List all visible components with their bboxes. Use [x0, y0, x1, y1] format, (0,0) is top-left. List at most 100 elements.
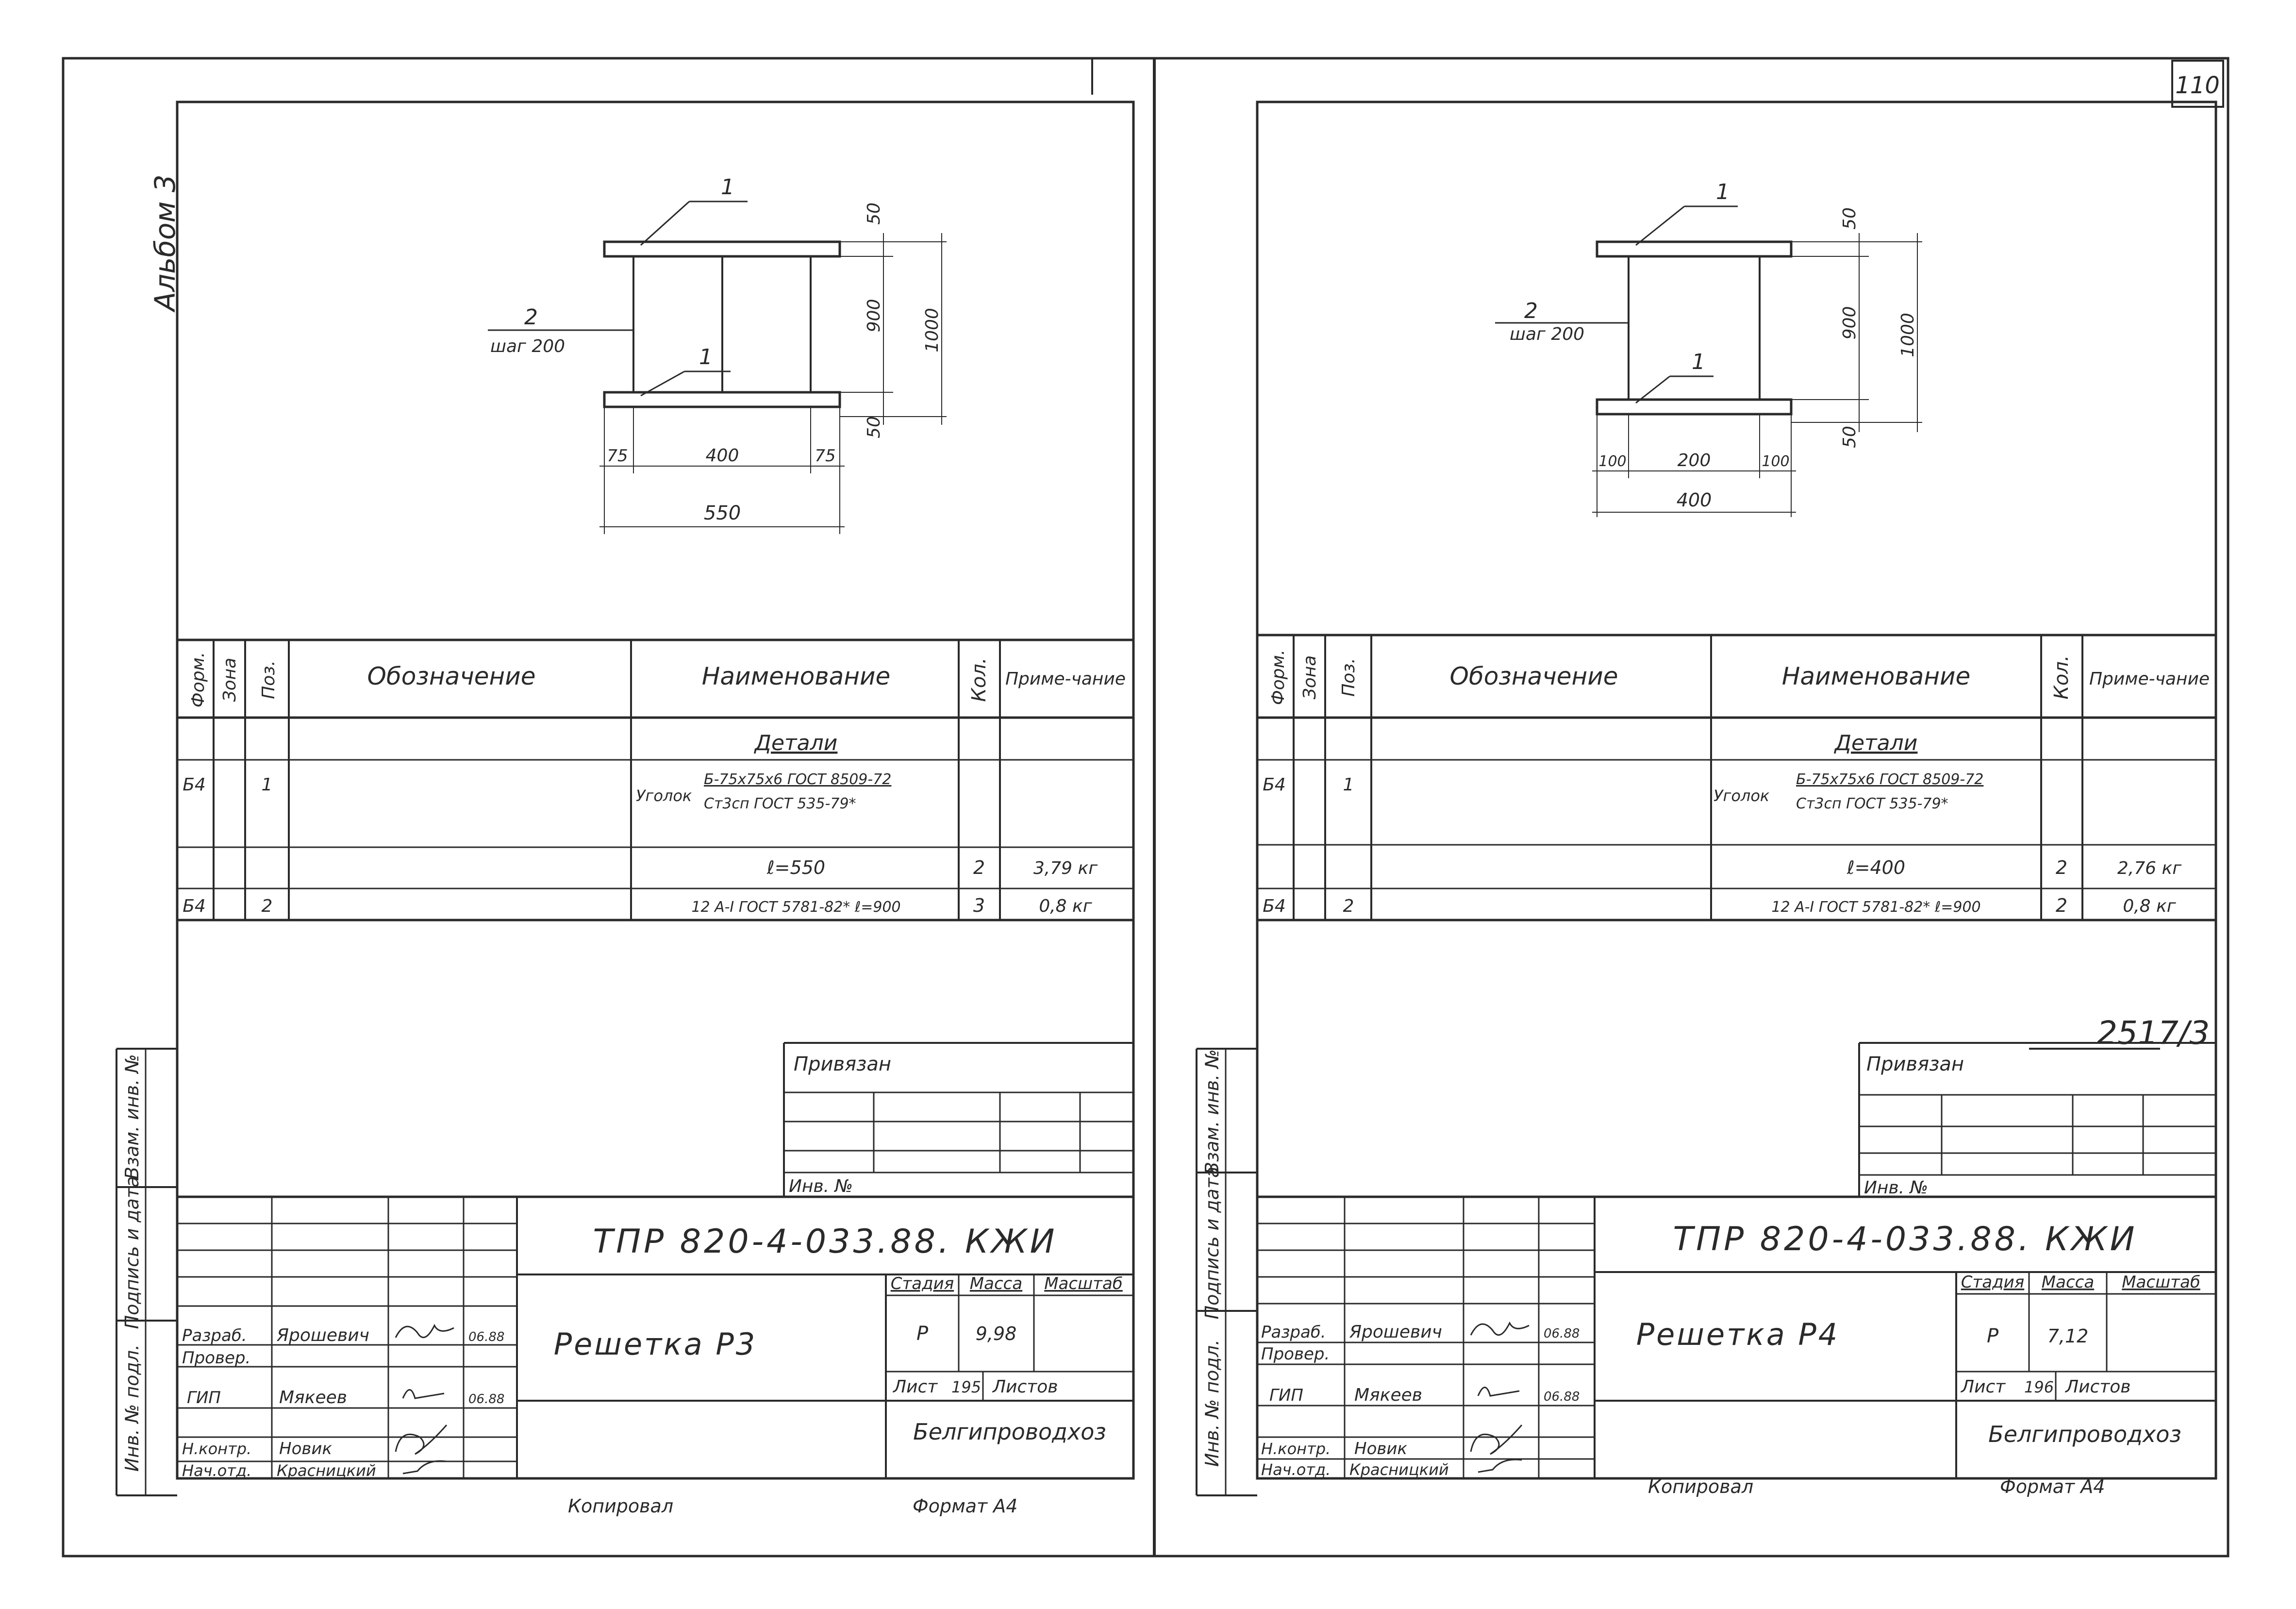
- signature-developed: [1470, 1321, 1530, 1336]
- leader-label-2: 2: [524, 305, 538, 330]
- outer-frame: [62, 57, 2229, 1558]
- stage-label: Стадия: [1961, 1273, 2024, 1292]
- hdr-designation: Обозначение: [1450, 662, 1618, 690]
- hdr-note: Приме-чание: [1005, 669, 1126, 689]
- signature-developed: [395, 1324, 454, 1339]
- side-label-sign-date: Подпись и дата: [1201, 1167, 1223, 1320]
- sheet-right: Взам. инв. № Подпись и дата Инв. № подл.…: [1196, 101, 2217, 1497]
- mass-value: 7,12: [2047, 1325, 2089, 1347]
- leader-1-bottom: [1635, 375, 1670, 404]
- side-label-sign-date: Подпись и дата: [121, 1176, 143, 1329]
- bind-label: Привязан: [1866, 1053, 1964, 1075]
- sheet-number: 195: [951, 1378, 981, 1396]
- date-gip: 06.88: [1544, 1390, 1580, 1404]
- leader-label-1-bottom: 1: [699, 345, 713, 369]
- person-gip: Мякеев: [279, 1388, 347, 1408]
- grid-drawing: 1 1 2 шаг 200 50 900 1000 50 100 200: [1495, 180, 1922, 517]
- dim-total: 400: [1677, 489, 1712, 511]
- sheets-label: Листов: [2064, 1377, 2130, 1397]
- row3-note: 0,8 кг: [2123, 896, 2176, 916]
- top-angle-bar: [1596, 240, 1793, 258]
- signature-gip: [1477, 1387, 1520, 1397]
- hdr-qty: Кол.: [2050, 655, 2073, 699]
- hdr-qty: Кол.: [968, 657, 990, 702]
- row1-format: Б4: [1263, 775, 1286, 795]
- stage-value: Р: [916, 1323, 929, 1345]
- hdr-format: Форм.: [1268, 650, 1288, 705]
- scale-label: Масштаб: [1044, 1274, 1123, 1293]
- page-number-box: [2171, 60, 2224, 108]
- row3-pos: 2: [1343, 896, 1354, 916]
- binding-note: 2517/3: [2097, 1014, 2210, 1052]
- date-developed: 06.88: [1544, 1326, 1580, 1341]
- rebar-step-label: шаг 200: [1510, 324, 1584, 344]
- stage-label: Стадия: [891, 1274, 954, 1293]
- hdr-designation: Обозначение: [367, 662, 536, 690]
- sheet-number: 196: [2024, 1378, 2054, 1396]
- role-gip: ГИП: [1269, 1386, 1303, 1405]
- row3-name: 12 А-I ГОСТ 5781-82* ℓ=900: [1771, 899, 1980, 916]
- format-label: Формат А4: [2000, 1476, 2105, 1497]
- leader-1-bottom: [640, 370, 685, 397]
- person-norm-control: Новик: [1354, 1439, 1408, 1458]
- row2-qty: 2: [2056, 857, 2067, 878]
- leader-1-top: [640, 201, 690, 246]
- dim-900: 900: [864, 299, 884, 333]
- row3-format: Б4: [183, 896, 206, 916]
- section-title: Детали: [754, 731, 838, 755]
- row1-name-a: Уголок: [1714, 787, 1770, 805]
- binding-block: Привязан Инв. №: [1858, 1042, 2216, 1198]
- inv-no-label: Инв. №: [789, 1176, 853, 1196]
- signature-norm-control: [395, 1425, 448, 1455]
- dim-50-top: 50: [1840, 207, 1860, 230]
- sheet-left: Взам. инв. № Подпись и дата Инв. № подл.…: [116, 101, 1135, 1517]
- person-developed: Ярошевич: [1349, 1322, 1442, 1342]
- binding-block: Привязан Инв. №: [783, 1042, 1133, 1197]
- format-label: Формат А4: [913, 1495, 1017, 1517]
- role-checked: Провер.: [1261, 1344, 1330, 1364]
- role-dept-head: Нач.отд.: [1261, 1460, 1331, 1479]
- inv-no-label: Инв. №: [1864, 1178, 1928, 1198]
- bind-label: Привязан: [794, 1053, 891, 1075]
- copied-label: Копировал: [568, 1495, 673, 1517]
- section-title: Детали: [1834, 731, 1918, 755]
- dim-900: 900: [1840, 306, 1860, 340]
- side-label-inv-replace: Взам. инв. №: [1201, 1049, 1223, 1174]
- person-dept-head: Красницкий: [277, 1461, 376, 1480]
- hdr-name: Наименование: [1782, 662, 1971, 690]
- leader-label-1-top: 1: [721, 175, 734, 200]
- dim-mid: 200: [1678, 451, 1711, 470]
- row1-name-b: Б-75х75х6 ГОСТ 8509-72: [1796, 771, 1983, 788]
- row1-name-c: Ст3сп ГОСТ 535-79*: [704, 795, 856, 812]
- row3-name: 12 А-I ГОСТ 5781-82* ℓ=900: [691, 899, 900, 916]
- mass-label: Масса: [2042, 1273, 2094, 1292]
- role-dept-head: Нач.отд.: [182, 1461, 251, 1480]
- leader-label-1-top: 1: [1716, 180, 1730, 204]
- date-developed: 06.88: [468, 1330, 504, 1344]
- role-norm-control: Н.контр.: [182, 1440, 251, 1458]
- grid-drawing: 1 1 2 шаг 200 50 900 1000 50 75: [488, 175, 947, 534]
- scale-label: Масштаб: [2122, 1273, 2200, 1292]
- role-developed: Разраб.: [1261, 1323, 1326, 1342]
- signature-dept-head: [402, 1460, 447, 1475]
- side-label-inv-replace: Взам. инв. №: [121, 1054, 143, 1179]
- row3-qty: 2: [2056, 895, 2067, 916]
- date-gip: 06.88: [468, 1392, 504, 1407]
- dim-50-top: 50: [864, 202, 884, 225]
- sheet-label: Лист: [1960, 1377, 2006, 1397]
- title-block: Разраб. Провер. ГИП Н.контр. Нач.отд. Яр…: [177, 1195, 1133, 1480]
- signature-gip: [402, 1389, 445, 1399]
- hdr-zone: Зона: [220, 658, 240, 702]
- sheet-frame: [176, 101, 1135, 1480]
- dim-1000: 1000: [922, 308, 942, 352]
- rebar-step-label: шаг 200: [490, 336, 565, 356]
- signature-norm-control: [1470, 1425, 1523, 1455]
- copied-label: Копировал: [1648, 1476, 1753, 1497]
- row1-name-a: Уголок: [636, 787, 692, 805]
- hdr-note: Приме-чание: [2089, 669, 2210, 689]
- role-developed: Разраб.: [182, 1326, 247, 1345]
- person-dept-head: Красницкий: [1349, 1460, 1449, 1479]
- person-developed: Ярошевич: [276, 1325, 369, 1345]
- dim-left: 100: [1598, 453, 1626, 470]
- row1-name-b: Б-75х75х6 ГОСТ 8509-72: [704, 771, 891, 788]
